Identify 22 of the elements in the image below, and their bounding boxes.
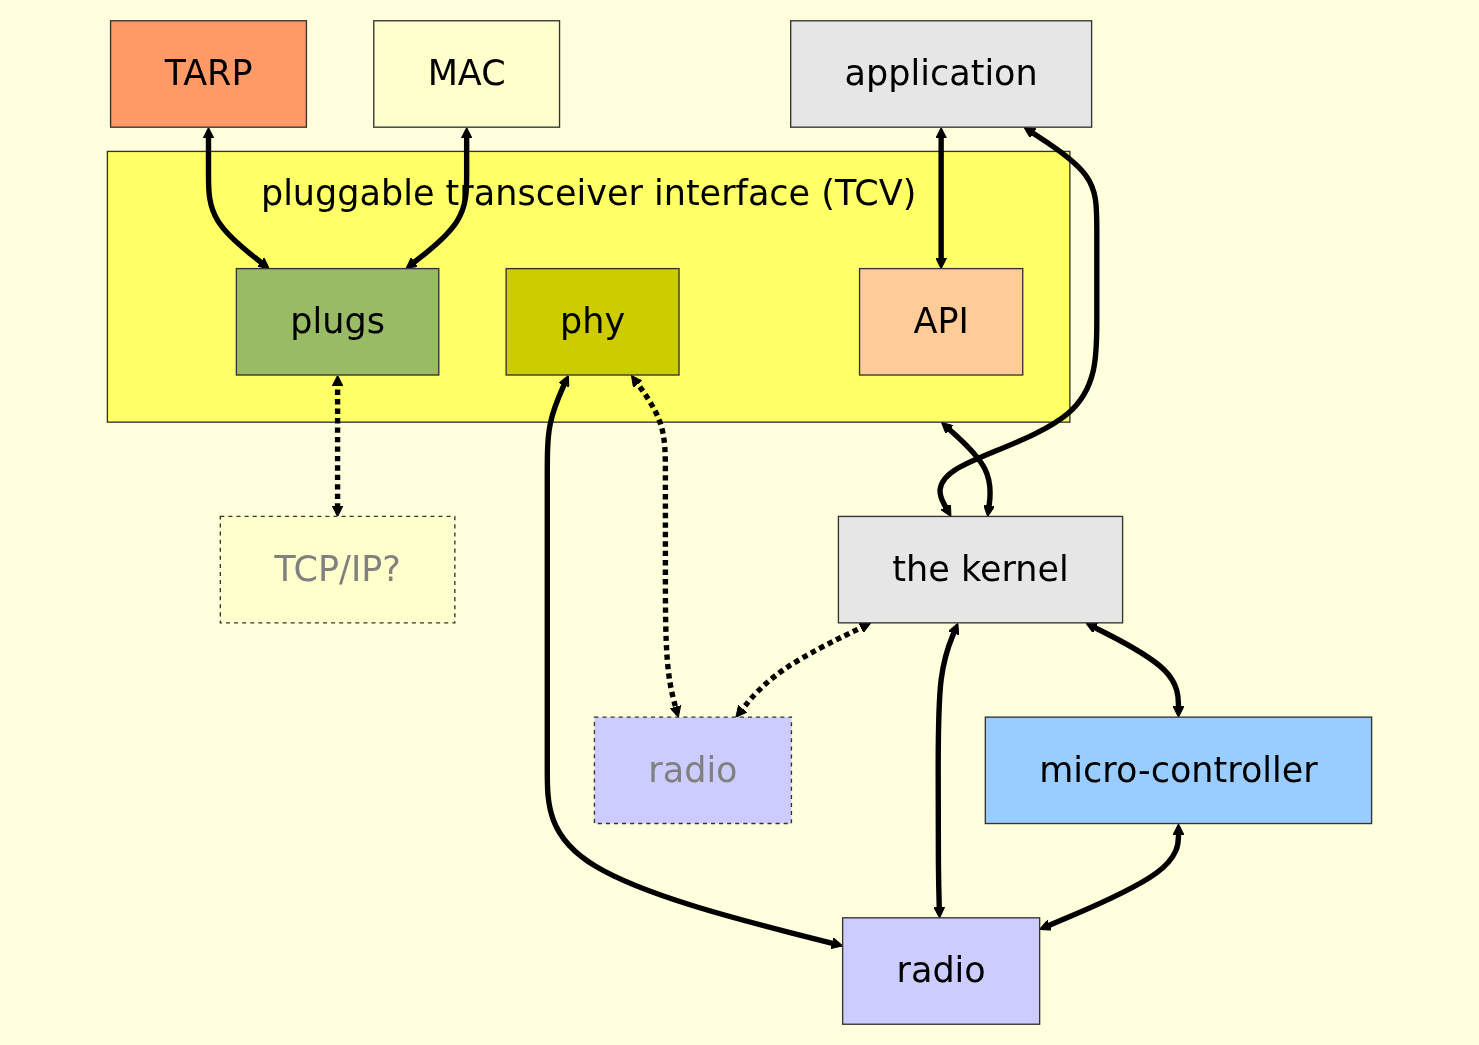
node-box: the kernel xyxy=(837,515,1124,624)
arrow xyxy=(630,374,682,718)
arrow xyxy=(933,622,960,919)
node-box: radio xyxy=(593,716,793,825)
arrow xyxy=(1085,622,1185,718)
arrow xyxy=(405,127,473,270)
arrow xyxy=(941,421,995,517)
arrow xyxy=(1039,823,1185,931)
arrow xyxy=(331,375,344,517)
node-box: plugs xyxy=(235,267,440,376)
arrow xyxy=(735,622,872,718)
node-box: radio xyxy=(841,917,1041,1025)
arrow xyxy=(202,127,270,270)
node-box: MAC xyxy=(373,20,561,128)
node-box: TCP/IP? xyxy=(219,515,456,624)
node-box: TARP xyxy=(109,20,308,128)
arrow xyxy=(937,126,1100,517)
arrow xyxy=(935,127,948,270)
node-box: application xyxy=(790,20,1093,128)
node-box: API xyxy=(858,267,1024,376)
node-box: phy xyxy=(505,267,680,376)
node-box: micro-controller xyxy=(984,716,1373,825)
